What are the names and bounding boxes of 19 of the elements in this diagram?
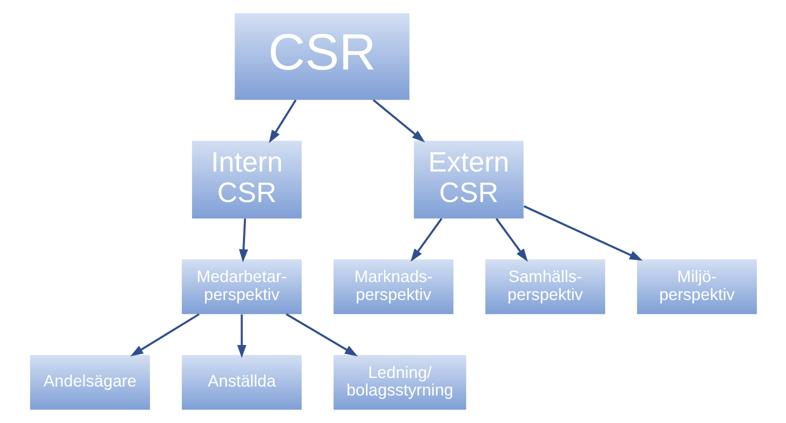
arrow [236, 314, 246, 358]
node-box: Samhälls- perspektiv [484, 259, 605, 314]
arrow [238, 218, 248, 262]
arrow [523, 205, 642, 261]
node-box: Intern CSR [192, 140, 302, 219]
node-box: CSR [234, 13, 409, 100]
node-box: Andelsägare [30, 354, 150, 410]
arrow [285, 313, 358, 356]
node-box: Anställda [181, 354, 302, 410]
node-box: Marknads- perspektiv [333, 259, 453, 314]
arrow [410, 218, 442, 262]
arrow [495, 218, 528, 262]
node-box: Miljö- perspektiv [636, 259, 756, 314]
arrow [372, 99, 425, 142]
arrow [130, 313, 200, 356]
node-box: Medarbetar- perspektiv [181, 259, 302, 314]
node-box: Extern CSR [413, 140, 524, 219]
arrow [268, 99, 296, 144]
node-box: Ledning/ bolagsstyrning [333, 354, 466, 410]
